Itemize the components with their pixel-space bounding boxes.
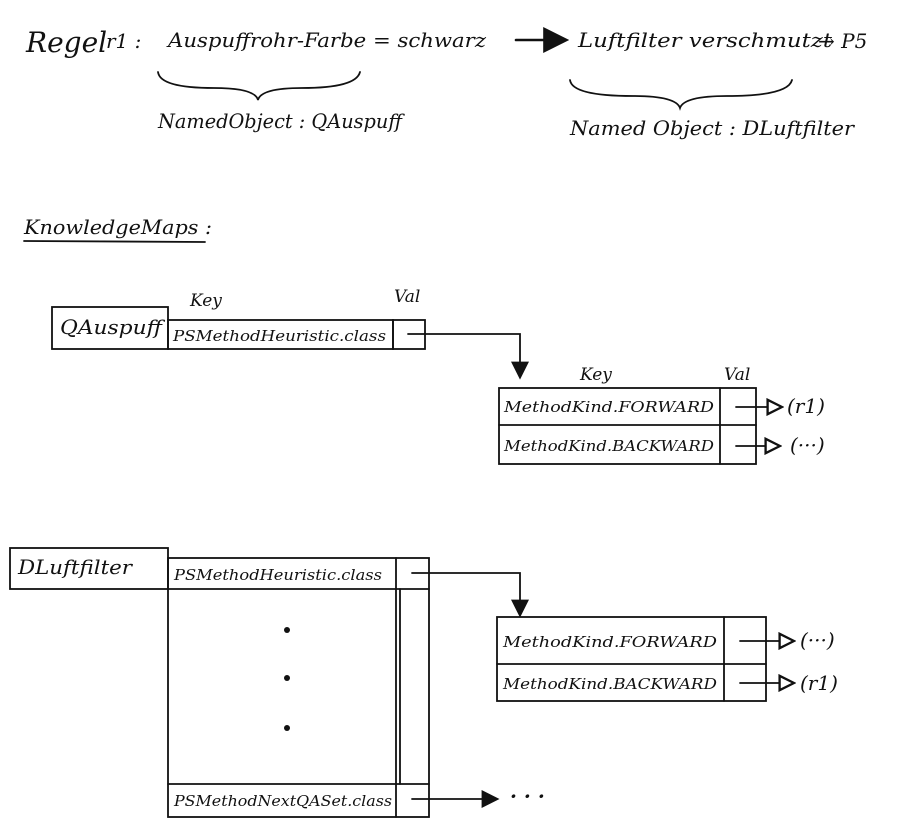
conclusion-named-object: Named Object : DLuftfilter [569, 116, 856, 140]
rule-conclusion-target: → P5 [818, 29, 867, 53]
condition-named-object: NamedObject : QAuspuff [157, 109, 406, 133]
map1-inner-row1-key: MethodKind.FORWARD [503, 398, 714, 416]
map2-val-pointer-arrow [411, 572, 529, 618]
ellipsis-dot-2 [284, 675, 290, 681]
map1-object-label: QAuspuff [60, 315, 166, 339]
rule-condition: Auspuffrohr-Farbe = schwarz [166, 28, 487, 52]
section-title: KnowledgeMaps : [23, 215, 212, 239]
map1-inner-table [498, 387, 757, 465]
section-title-underline [23, 240, 206, 243]
map1-key-header: Key [189, 291, 222, 311]
rule-conclusion: Luftfilter verschmutzt [577, 28, 833, 52]
regel-label: Regel [25, 26, 107, 59]
map2-object-label: DLuftfilter [17, 555, 134, 579]
map1-val-header: Val [394, 287, 420, 307]
map1-inner-row1-target: (r1) [787, 394, 825, 418]
map2-last-target: · · · [510, 784, 545, 808]
ellipsis-dot-3 [284, 725, 290, 731]
map2-key-table [167, 557, 430, 818]
map2-last-key-label: PSMethodNextQASet.class [173, 792, 392, 810]
map1-inner-key-header: Key [579, 365, 612, 385]
rule-id: r1 : [106, 29, 141, 53]
map2-inner-row1-target: (···) [800, 628, 835, 652]
conclusion-brace [569, 79, 793, 111]
map1-val-pointer-arrow [407, 333, 529, 380]
map2-first-key-label: PSMethodHeuristic.class [173, 566, 382, 584]
map1-inner-row2-key: MethodKind.BACKWARD [503, 437, 714, 455]
map2-inner-table [496, 616, 767, 702]
knowledge-map-dluftfilter: DLuftfilter PSMethodHeuristic.class PSMe… [9, 547, 838, 818]
map1-inner-val-header: Val [724, 365, 750, 385]
map2-inner-row1-key: MethodKind.FORWARD [502, 633, 717, 651]
condition-brace [157, 71, 361, 101]
map1-inner-row2-target: (···) [790, 433, 825, 457]
map2-inner-row2-key: MethodKind.BACKWARD [502, 675, 717, 693]
map1-key-label: PSMethodHeuristic.class [172, 327, 386, 345]
rule-header: Regel r1 : Auspuffrohr-Farbe = schwarz L… [25, 26, 867, 140]
ellipsis-dot-1 [284, 627, 290, 633]
map2-inner-row2-target: (r1) [800, 671, 838, 695]
knowledge-map-qauspuff: Key Val QAuspuff PSMethodHeuristic.class… [51, 287, 825, 465]
